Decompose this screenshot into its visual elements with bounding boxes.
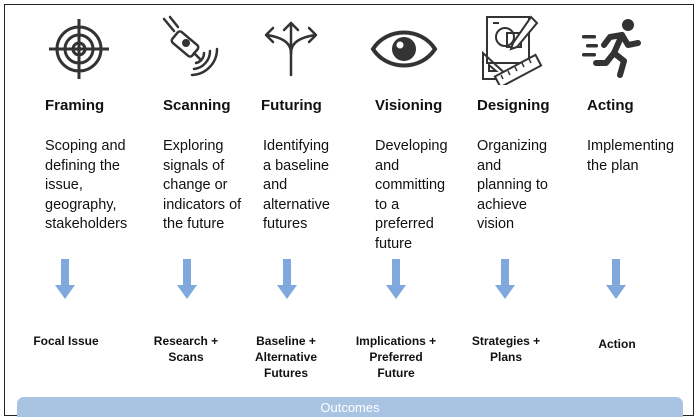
description-line: the future [163,216,225,232]
stage-title: Visioning [375,97,443,114]
description-line: a baseline [263,157,330,174]
satellite-dish-scanning-icon [160,13,260,83]
down-arrow-icon [277,259,297,299]
diagram-frame: Framing Scoping and defining the issue, … [4,4,694,417]
description-line: signals of [163,157,225,174]
down-arrow-icon [55,259,75,299]
stage-title: Acting [587,97,634,114]
stage-framing: Framing Scoping and defining the issue, … [45,5,155,417]
three-way-arrows-icon [261,13,361,83]
outcome-line: Futures [263,366,308,380]
stage-description: Identifying a baseline and alternative f… [263,137,330,235]
down-arrow-icon [386,259,406,299]
stage-visioning: Visioning Developing and committing to a… [369,5,475,417]
stage-designing: Designing Organizing and planning to ach… [477,5,583,417]
stage-title: Futuring [261,97,322,114]
description-line: geography, [45,196,117,213]
description-line: planning to [477,177,548,193]
running-person-icon [582,13,682,83]
description-line: Developing [375,138,448,154]
outcome-label: Research + Scans [141,333,231,365]
description-line: change or [163,177,228,193]
outcome-label: Focal Issue [21,333,111,349]
outcome-label: Strategies + Plans [461,333,551,365]
stage-description: Implementing the plan [587,137,674,176]
description-line: and [375,157,400,174]
down-arrow-icon [177,259,197,299]
outcome-line: Baseline + [256,334,316,348]
description-line: Scoping and [45,138,126,154]
outcome-line: Future [377,366,415,380]
description-line: Organizing [477,138,548,154]
outcome-line: Action [598,337,636,351]
description-line: preferred [375,216,434,232]
outcome-line: Research + [153,334,219,348]
description-line: issue, [45,177,83,193]
stage-title: Designing [477,97,550,114]
stage-acting: Acting Implementing the plan [582,5,688,417]
description-line: futures [263,216,308,232]
description-line: and [263,177,288,193]
outcome-line: Scans [168,350,204,364]
outcome-line: Strategies + [471,334,541,348]
outcome-line: Focal Issue [33,334,99,348]
outcome-line: Preferred [369,350,423,364]
outcome-line: Plans [489,350,522,364]
description-line: Exploring [163,138,224,154]
description-line: indicators of [163,196,242,213]
stage-description: Developing and committing to a preferred… [375,137,448,254]
stage-scanning: Scanning Exploring signals of change or … [160,5,270,417]
description-line: stakeholders [45,216,128,232]
stage-futuring: Futuring Identifying a baseline and alte… [261,5,361,417]
description-line: and [477,157,502,174]
description-line: Implementing [587,138,675,154]
outcome-line: Implications + [355,334,437,348]
description-line: achieve [477,196,527,213]
stage-title: Framing [45,97,105,114]
description-line: alternative [263,196,330,213]
outcome-line: Alternative [254,350,318,364]
target-crosshair-icon [39,13,139,83]
stage-title: Scanning [163,97,231,114]
down-arrow-icon [606,259,626,299]
description-line: vision [477,216,515,232]
outcome-label: Baseline + Alternative Futures [241,333,331,381]
outcomes-bar: Outcomes [17,397,683,417]
down-arrow-icon [495,259,515,299]
description-line: Identifying [263,138,330,154]
description-line: the plan [587,157,639,174]
description-line: to a [375,196,400,213]
outcome-label: Action [572,336,662,352]
stage-description: Organizing and planning to achieve visio… [477,137,548,235]
description-line: future [375,235,413,252]
outcome-label: Implications + Preferred Future [346,333,446,381]
description-line: committing [375,177,446,193]
design-tools-icon [477,13,577,85]
stage-description: Exploring signals of change or indicator… [163,137,241,235]
description-line: defining the [45,157,120,174]
eye-icon [369,13,469,83]
stage-description: Scoping and defining the issue, geograph… [45,137,127,235]
